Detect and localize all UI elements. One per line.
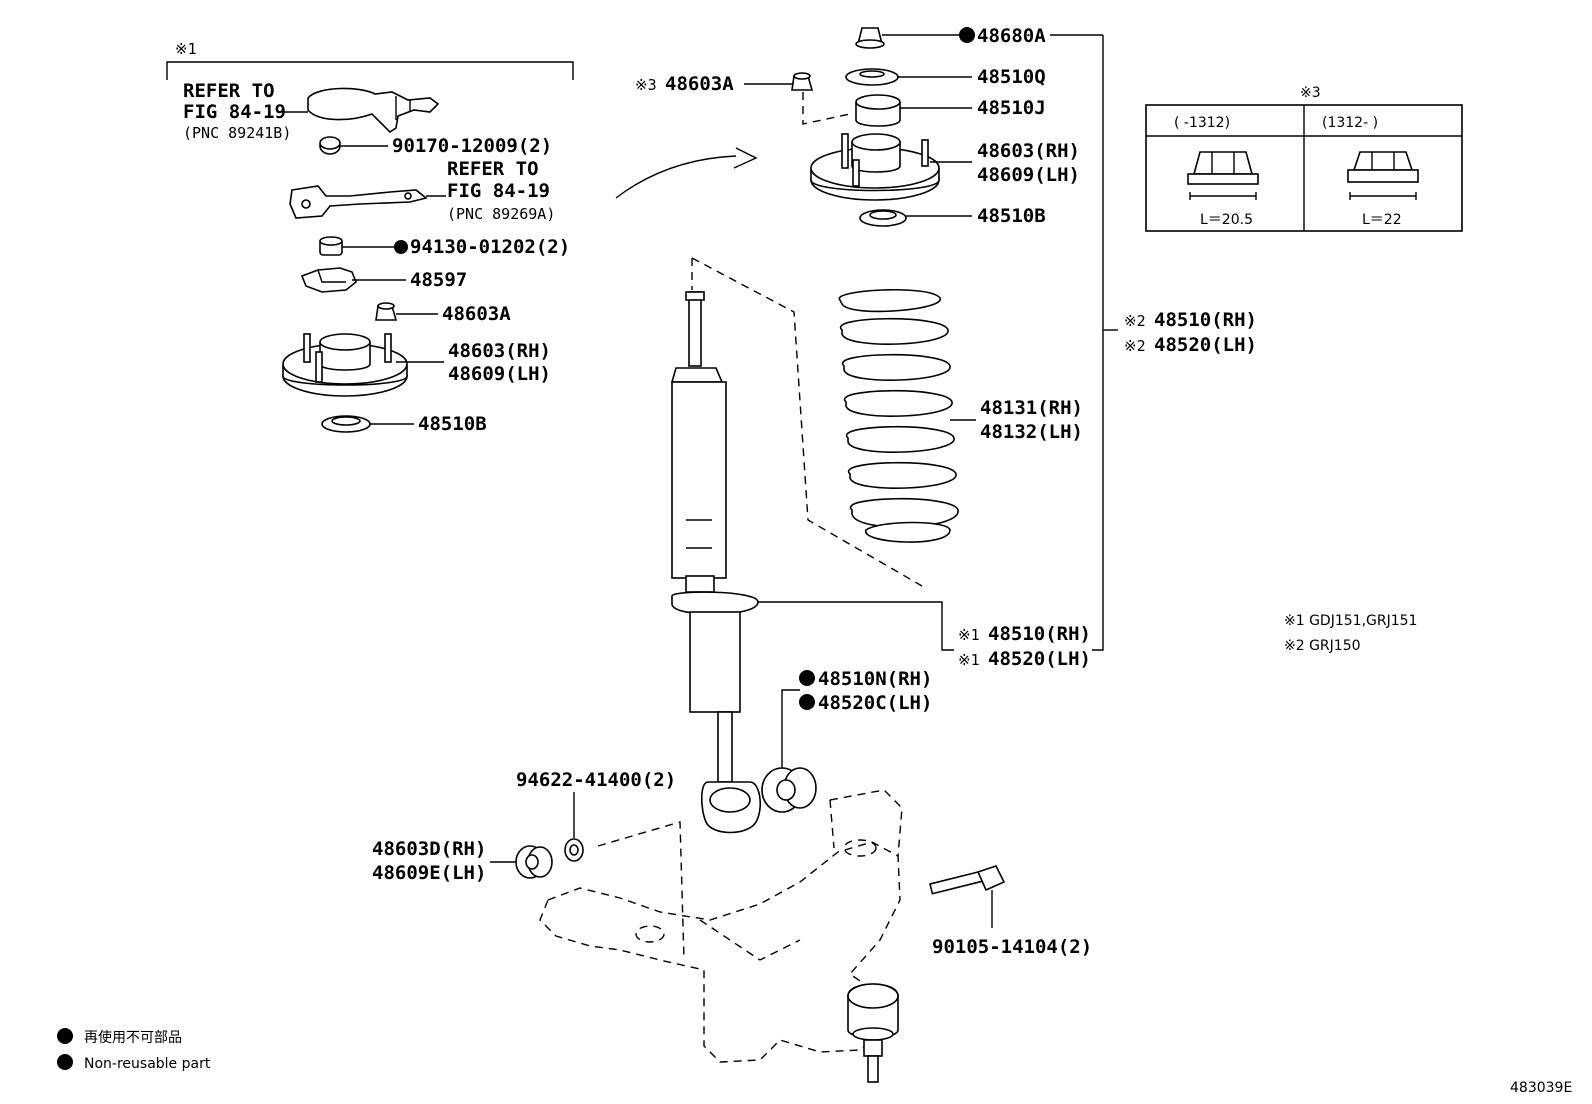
nut-48680A-icon: [855, 27, 885, 49]
label-48520C: 48520C(LH): [818, 692, 932, 714]
strut-mount-icon: [282, 333, 408, 397]
label-94622: 94622-41400(2): [516, 769, 676, 791]
strut-mount-main-icon: [810, 133, 940, 201]
table-mark: ※3: [1300, 85, 1321, 101]
legend-en: Non-reusable part: [84, 1056, 211, 1072]
non-reusable-dot-icon: [799, 694, 815, 710]
bushing-48510N-icon: [761, 767, 817, 813]
label-48609E: 48609E(LH): [372, 862, 486, 884]
label-48603A-inset: 48603A: [442, 303, 511, 325]
label-48510Q: 48510Q: [977, 66, 1046, 88]
mark-s1-1: ※1: [958, 626, 980, 644]
label-48603A-main: 48603A: [665, 73, 734, 95]
refer1-line3: (PNC 89241B): [183, 124, 291, 142]
leader-48510N: [781, 689, 800, 768]
label-90105: 90105-14104(2): [932, 936, 1092, 958]
dashed-guide: [802, 92, 851, 125]
refer1-line1: REFER TO: [183, 80, 275, 102]
table-len2: L＝22: [1362, 212, 1402, 228]
label-48609lh-inset: 48609(LH): [448, 363, 551, 385]
table-len1: L＝20.5: [1200, 212, 1253, 228]
non-reusable-dot-icon: [394, 240, 408, 254]
mark-s2-1: ※2: [1124, 312, 1146, 330]
label-48609lh-main: 48609(LH): [977, 164, 1080, 186]
leader-shock-assy: [758, 601, 954, 651]
bracket-48597-icon: [300, 267, 357, 293]
label-48510J: 48510J: [977, 97, 1046, 119]
nut-48603A-main-icon: [791, 72, 814, 91]
label-48131rh: 48131(RH): [980, 397, 1083, 419]
label-48680A: 48680A: [977, 25, 1046, 47]
mark-s3: ※3: [635, 76, 657, 94]
assembly-bracket: [1092, 35, 1104, 651]
washer-48510Q-icon: [845, 68, 899, 86]
nut-48603A-icon: [375, 302, 398, 321]
mark-s1-2: ※1: [958, 651, 980, 669]
coil-spring-icon: [838, 288, 959, 543]
ball-joint-icon: [847, 983, 899, 1083]
label-48510rh-s2: 48510(RH): [1154, 309, 1257, 331]
shock-absorber-icon: [670, 291, 762, 834]
non-reusable-dot-icon: [959, 27, 975, 43]
bushing-48510J-icon: [855, 94, 901, 127]
table-col1: ( -1312): [1174, 115, 1230, 131]
flange-nut-icon: [1347, 151, 1419, 200]
dashed-guide-spring: [691, 257, 923, 587]
refer2-line3: (PNC 89269A): [447, 205, 555, 223]
nut-94130-icon: [319, 236, 343, 256]
arrow-icon: [615, 147, 758, 199]
refer2-line2: FIG 84-19: [447, 180, 550, 202]
label-48520lh-s1: 48520(LH): [988, 648, 1091, 670]
refer1-line2: FIG 84-19: [183, 101, 286, 123]
label-48132lh: 48132(LH): [980, 421, 1083, 443]
flange-nut-icon: [1187, 151, 1259, 200]
height-sensor-icon: [307, 87, 440, 134]
dashed-guide-lower: [597, 821, 685, 961]
label-48603rh-main: 48603(RH): [977, 140, 1080, 162]
refer2-line1: REFER TO: [447, 158, 539, 180]
label-48510N: 48510N(RH): [818, 668, 932, 690]
note-s2: ※2 GRJ150: [1284, 638, 1361, 654]
label-48510rh-s1: 48510(RH): [988, 623, 1091, 645]
bolt-90105-icon: [929, 865, 1006, 895]
legend-dot-icon: [57, 1054, 73, 1070]
group1-bracket: [166, 61, 574, 80]
legend-dot-icon: [57, 1028, 73, 1044]
nut-90170-icon: [319, 136, 341, 155]
label-48520lh-s2: 48520(LH): [1154, 334, 1257, 356]
table-col2: (1312- ): [1322, 115, 1378, 131]
label-48510B-main: 48510B: [977, 205, 1046, 227]
label-48510B-inset: 48510B: [418, 413, 487, 435]
mark-s2-2: ※2: [1124, 337, 1146, 355]
label-48603D: 48603D(RH): [372, 838, 486, 860]
legend-jp: 再使用不可部品: [84, 1029, 182, 1046]
note-s1: ※1 GDJ151,GRJ151: [1284, 613, 1417, 629]
washer-94622-icon: [564, 838, 584, 862]
sensor-link-icon: [289, 185, 428, 219]
group1-mark: ※1: [175, 40, 197, 58]
nut-spec-table: ※3 ( -1312) (1312- ) L＝20.5 L＝22: [1145, 85, 1463, 232]
figure-id: 483039E: [1510, 1080, 1572, 1096]
label-48597: 48597: [410, 269, 467, 291]
bushing-48603D-icon: [515, 845, 553, 879]
top-mount-stack: 48680A 48510Q 48510J ※3 48603A: [635, 25, 1103, 227]
non-reusable-dot-icon: [799, 670, 815, 686]
label-94130: 94130-01202(2): [410, 236, 570, 258]
label-48603rh-inset: 48603(RH): [448, 340, 551, 362]
washer-48510B-main-icon: [859, 209, 907, 227]
washer-48510B-icon: [321, 415, 371, 433]
label-90170: 90170-12009(2): [392, 135, 552, 157]
lower-arm-icon: [539, 789, 903, 1063]
inset-group-1: ※1 REFER TO FIG 84-19 (PNC 89241B) 90170…: [166, 40, 574, 435]
